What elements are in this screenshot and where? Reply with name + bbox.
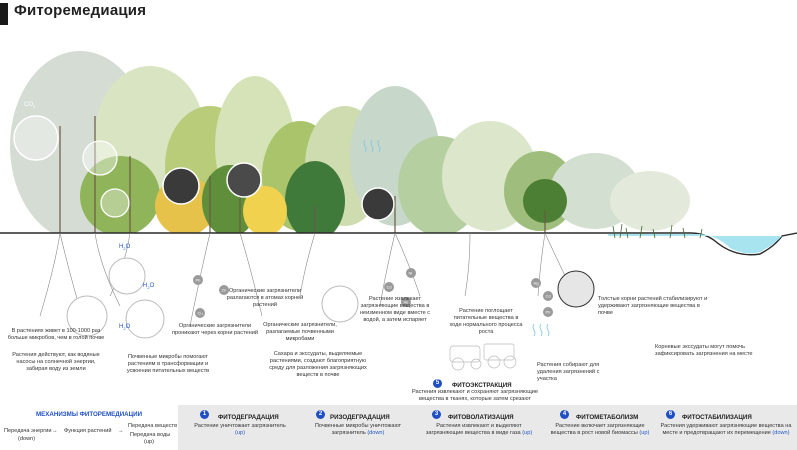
molecule-label: Ni (409, 271, 413, 276)
note-microbes-count: В растениях живет в 100-1000 раз больше … (7, 328, 105, 341)
mechanism-dir: (down) (367, 430, 385, 436)
arrow-right-icon: → (118, 428, 124, 434)
mechanism-rhizodegradation: 2 РИЗОДЕГРАДАЦИЯ Почвенные микробы уничт… (300, 405, 416, 450)
co2-label: CO2 (24, 102, 36, 109)
substance-transfer-label: Передача веществ (128, 423, 178, 429)
co2-magnifier: CO2 (13, 102, 130, 218)
note-root-exudates: Корневые экссудаты могут помочь зафиксир… (655, 344, 753, 357)
note-sugars-exudates: Сахара и экссудаты, выделяемые растениям… (269, 351, 367, 378)
molecules (193, 268, 553, 318)
water-pond (608, 234, 782, 254)
molecule-label: Pb (196, 278, 202, 283)
mechanism-desc: Растение включает загрязняющие вещества … (550, 423, 645, 436)
mechanism-desc-wrap: Растения удерживают загрязняющие веществ… (656, 423, 796, 437)
mechanism-dir: (up) (639, 430, 650, 436)
mechanism-phytodegradation: 1 ФИТОДЕГРАДАЦИЯ Растение уничтожает заг… (182, 405, 298, 450)
energy-transfer-label: Передача энергии (4, 428, 52, 434)
mechanism-desc-wrap: Растение уничтожает загрязнитель (up) (182, 423, 298, 437)
h2o-label: H2O (119, 244, 131, 251)
plant-function-label: Функция растений (64, 428, 112, 434)
header: Фиторемедиация (0, 0, 797, 28)
mechanism-title: ФИТОМЕТАБОЛИЗМ (576, 414, 639, 421)
phytoremediation-scene: CO2 H2O H2O H2O (0, 26, 797, 402)
vapor-lines (363, 139, 550, 337)
molecule-label: Cd (546, 294, 551, 299)
molecule-label: Cu (198, 311, 203, 316)
mechanism-desc-wrap: Растения извлекают и выделяют загрязняющ… (418, 423, 540, 437)
water-plants (612, 223, 703, 239)
mechanism-phytovolatilization: 3 ФИТОВОЛАТИЗАЦИЯ Растения извлекают и в… (418, 405, 540, 450)
mechanism-desc: Растение уничтожает загрязнитель (194, 423, 286, 429)
degradation-magnifier (162, 162, 395, 221)
mechanism-number: 1 (200, 410, 209, 419)
energy-transfer-dir: (down) (18, 436, 36, 442)
molecule-label: Cd (387, 285, 392, 290)
mechanism-desc-wrap: Почвенные микробы уничтожают загрязнител… (300, 423, 416, 437)
mechanism-phytostabilization: 6 ФИТОСТАБИЛИЗАЦИЯ Растения удерживают з… (656, 405, 796, 450)
note-absorb-nutrients: Растение поглощает питательные вещества … (449, 308, 523, 335)
note-solar-pump: Растения действуют, как водяные насосы н… (12, 352, 100, 372)
scene-illustration: CO2 H2O H2O H2O (0, 51, 797, 396)
mechanism-dir: (down) (772, 430, 790, 436)
mechanism-desc: Растения извлекают и выделяют загрязняющ… (425, 423, 522, 436)
phytoextraction-number: 5 (433, 379, 442, 388)
note-harvest: Растения собирают для удаления загрязнен… (537, 362, 600, 382)
molecule-label: Hg (534, 281, 539, 286)
legend-key: МЕХАНИЗМЫ ФИТОРЕМЕДИАЦИИ Передача энерги… (0, 405, 178, 450)
tree-trunks (59, 116, 546, 233)
mechanism-phytometabolism: 4 ФИТОМЕТАБОЛИЗМ Растение включает загря… (548, 405, 652, 450)
water-transfer-dir: (up) (144, 439, 154, 445)
water-transfer-label: Передача воды (130, 432, 171, 438)
note-organic-atoms: Органические загрязнители разлагаются в … (226, 288, 304, 308)
mechanism-title: РИЗОДЕГРАДАЦИЯ (330, 414, 390, 421)
molecule-label: Zn (222, 288, 227, 293)
mechanism-desc: Почвенные микробы уничтожают загрязнител… (314, 423, 402, 436)
h2o-label: H2O (143, 283, 155, 290)
mechanism-number: 2 (316, 410, 325, 419)
mechanism-number: 4 (560, 410, 569, 419)
arrow-left-icon: → (52, 428, 58, 434)
note-organic-microbes: Органические загрязнители, разлагаемые п… (263, 322, 337, 342)
mechanism-desc: Растения удерживают загрязняющие веществ… (660, 423, 792, 436)
note-soil-microbes: Почвенные микробы помогают растениям в т… (126, 354, 210, 374)
title-marker (0, 3, 8, 25)
mechanism-desc-wrap: Растение включает загрязняющие вещества … (548, 423, 652, 437)
h2o-label: H2O (119, 324, 131, 331)
mechanism-number: 6 (666, 410, 675, 419)
mechanism-dir: (up) (522, 430, 533, 436)
soil-magnifiers (66, 257, 595, 339)
molecule-label: As (404, 300, 409, 305)
page-title: Фиторемедиация (14, 2, 147, 19)
phytoextraction-title: ФИТОЭКСТРАКЦИЯ (452, 382, 512, 389)
mechanism-title: ФИТОСТАБИЛИЗАЦИЯ (682, 414, 752, 421)
note-extract-evaporate: Растение извлекает загрязняющие вещества… (359, 296, 431, 323)
mechanism-number: 3 (432, 410, 441, 419)
mechanism-title: ФИТОВОЛАТИЗАЦИЯ (448, 414, 514, 421)
phytoextraction-desc: Растения извлекают и сохраняют загрязняю… (411, 389, 539, 402)
mechanism-title: ФИТОДЕГРАДАЦИЯ (218, 414, 279, 421)
legend-heading: МЕХАНИЗМЫ ФИТОРЕМЕДИАЦИИ (36, 411, 143, 418)
mechanisms-legend: МЕХАНИЗМЫ ФИТОРЕМЕДИАЦИИ Передача энерги… (0, 405, 797, 450)
h2o-labels: H2O H2O H2O (119, 244, 155, 331)
molecule-label: Pb (546, 310, 552, 315)
mechanism-dir: (up) (235, 430, 245, 436)
harvester-sketch (449, 343, 517, 371)
note-thick-roots: Толстые корни растений стабилизируют и у… (598, 296, 708, 316)
note-organic-penetrate: Органические загрязнители проникают чере… (171, 323, 259, 336)
